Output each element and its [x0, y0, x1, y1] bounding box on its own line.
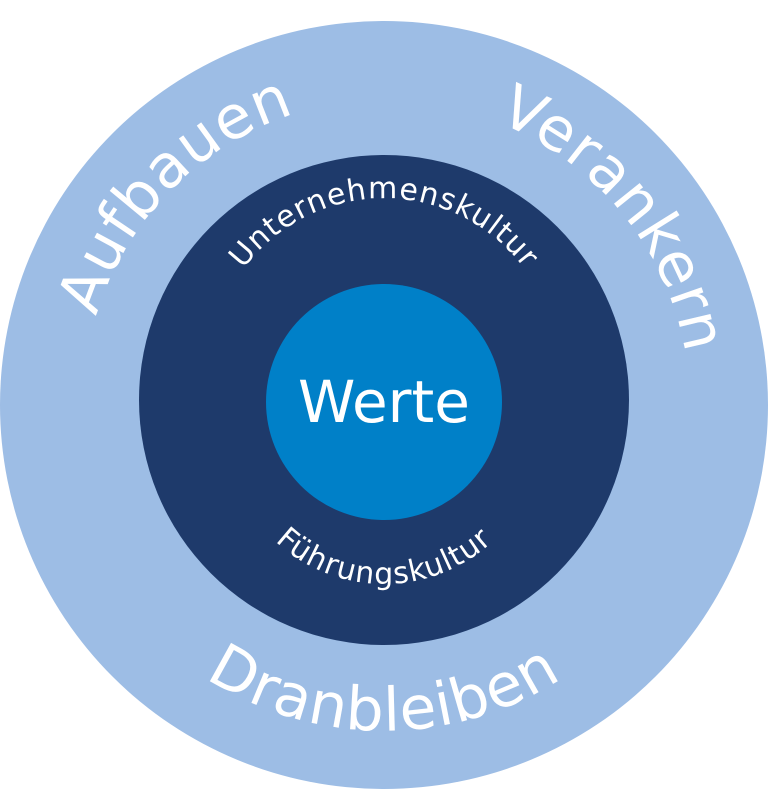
center-circle [266, 284, 502, 520]
center-label-werte: Werte [298, 368, 470, 436]
